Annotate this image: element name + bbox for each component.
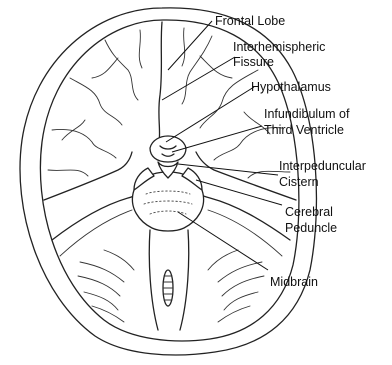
vermis-left-edge bbox=[149, 230, 158, 330]
label-cerebral-peduncle-line2: Peduncle bbox=[285, 221, 337, 235]
label-infundibulum-line2: Third Ventricle bbox=[264, 123, 344, 137]
label-interhemispheric-line2: Fissure bbox=[233, 55, 274, 69]
cerebellum-folia-right bbox=[208, 250, 264, 322]
label-infundibulum-line1: Infundibulum of bbox=[264, 107, 350, 121]
label-cerebral-peduncle-line1: Cerebral bbox=[285, 205, 333, 219]
interhemispheric-fissure bbox=[159, 22, 162, 142]
label-hypothalamus: Hypothalamus bbox=[251, 80, 331, 94]
vermis-folds bbox=[163, 270, 173, 306]
label-interpeduncular-line1: Interpeduncular bbox=[279, 159, 366, 173]
vermis-right-edge bbox=[180, 230, 189, 330]
tentorium-edge-right bbox=[208, 210, 282, 256]
label-interpeduncular-line2: Cistern bbox=[279, 175, 319, 189]
cerebellum-folia-left bbox=[78, 250, 134, 322]
tentorium-right bbox=[190, 186, 290, 240]
label-interhemispheric-line1: Interhemispheric bbox=[233, 40, 325, 54]
label-frontal-lobe: Frontal Lobe bbox=[215, 14, 285, 28]
left-sulci bbox=[48, 30, 142, 176]
tentorium-edge-left bbox=[60, 210, 132, 256]
label-midbrain: Midbrain bbox=[270, 275, 318, 289]
tentorium-left bbox=[52, 186, 146, 240]
